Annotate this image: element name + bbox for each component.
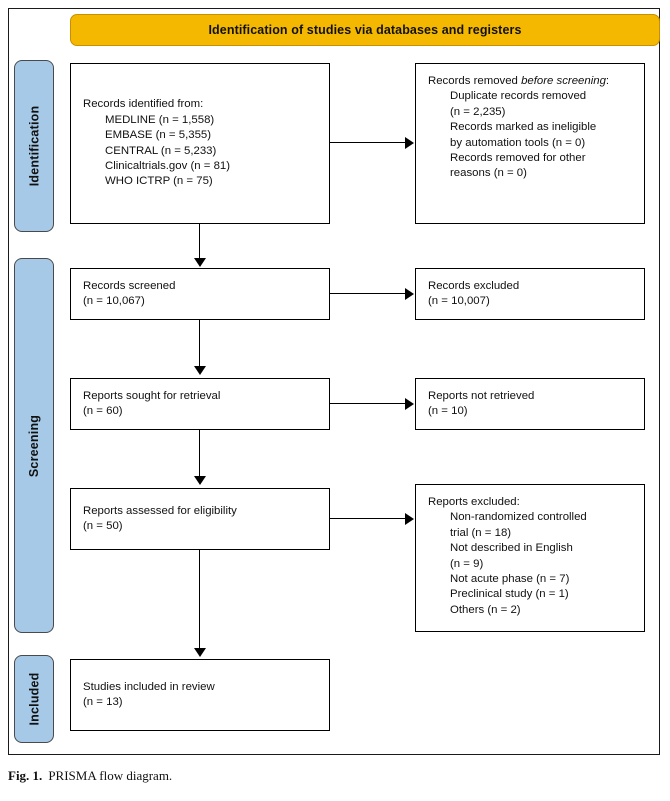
stage-bar-included: Included xyxy=(14,655,54,743)
connector-identified-to-removed xyxy=(330,142,408,144)
reports-excluded-item: Preclinical study (n = 1) xyxy=(450,588,569,601)
records-removed-item: (n = 2,235) xyxy=(450,105,506,118)
reports-assessed-count: (n = 50) xyxy=(83,520,123,532)
connector-screened-to-excluded xyxy=(330,293,408,295)
stage-label-identification: Identification xyxy=(27,105,42,187)
box-studies-included: Studies included in review (n = 13) xyxy=(70,659,330,731)
reports-excluded-item: Not acute phase (n = 7) xyxy=(450,573,570,586)
box-reports-assessed: Reports assessed for eligibility (n = 50… xyxy=(70,488,330,550)
arrow-right-icon xyxy=(405,288,414,300)
arrow-right-icon xyxy=(405,137,414,149)
records-identified-source: EMBASE (n = 5,355) xyxy=(105,129,212,142)
stage-label-included: Included xyxy=(27,672,41,726)
reports-not-retrieved-count: (n = 10) xyxy=(428,405,468,417)
records-removed-heading-italic: before screening xyxy=(521,75,606,87)
connector-sought-to-not-retrieved xyxy=(330,403,408,405)
box-reports-sought: Reports sought for retrieval (n = 60) xyxy=(70,378,330,430)
records-screened-count: (n = 10,067) xyxy=(83,295,145,307)
records-removed-item: Duplicate records removed xyxy=(450,90,587,103)
records-identified-source: WHO ICTRP (n = 75) xyxy=(105,175,213,188)
studies-included-count: (n = 13) xyxy=(83,696,123,708)
box-records-excluded: Records excluded (n = 10,007) xyxy=(415,268,645,320)
arrow-down-icon xyxy=(194,648,206,657)
box-records-removed: Records removed before screening: Duplic… xyxy=(415,63,645,224)
box-reports-not-retrieved: Reports not retrieved (n = 10) xyxy=(415,378,645,430)
records-removed-heading-tail: : xyxy=(605,75,610,87)
reports-assessed-line: Reports assessed for eligibility xyxy=(83,504,237,517)
studies-included-line: Studies included in review xyxy=(83,680,215,693)
stage-bar-identification: Identification xyxy=(14,60,54,232)
stage-bar-screening: Screening xyxy=(14,258,54,633)
arrow-right-icon xyxy=(405,513,414,525)
connector-assessed-to-included xyxy=(199,550,201,650)
reports-excluded-heading: Reports excluded: xyxy=(428,496,520,508)
box-records-screened: Records screened (n = 10,067) xyxy=(70,268,330,320)
reports-sought-line: Reports sought for retrieval xyxy=(83,389,221,402)
records-identified-source: Clinicaltrials.gov (n = 81) xyxy=(105,159,231,172)
reports-excluded-item: trial (n = 18) xyxy=(450,526,512,539)
figure-caption-label: Fig. 1. xyxy=(8,768,43,783)
reports-sought-count: (n = 60) xyxy=(83,405,123,417)
records-removed-item: by automation tools (n = 0) xyxy=(450,136,586,149)
records-identified-heading: Records identified from: xyxy=(83,98,204,111)
records-removed-heading-plain: Records removed xyxy=(428,75,522,87)
reports-excluded-item: Others (n = 2) xyxy=(450,603,521,616)
connector-assessed-to-excluded-reports xyxy=(330,518,408,520)
box-reports-excluded: Reports excluded: Non-randomized control… xyxy=(415,484,645,632)
records-identified-source: CENTRAL (n = 5,233) xyxy=(105,144,217,157)
records-removed-item: reasons (n = 0) xyxy=(450,167,527,180)
banner-title: Identification of studies via databases … xyxy=(208,23,522,37)
records-excluded-line: Records excluded xyxy=(428,279,520,292)
figure-caption: Fig. 1. PRISMA flow diagram. xyxy=(8,768,172,784)
arrow-down-icon xyxy=(194,476,206,485)
records-identified-source: MEDLINE (n = 1,558) xyxy=(105,113,215,126)
reports-excluded-item: (n = 9) xyxy=(450,557,484,570)
records-screened-line: Records screened xyxy=(83,279,176,292)
figure-caption-text: PRISMA flow diagram. xyxy=(48,768,173,783)
reports-excluded-item: Non-randomized controlled xyxy=(450,511,587,524)
reports-excluded-item: Not described in English xyxy=(450,542,573,555)
connector-sought-to-assessed xyxy=(199,430,201,478)
connector-screened-to-sought xyxy=(199,320,201,368)
reports-not-retrieved-line: Reports not retrieved xyxy=(428,389,535,402)
arrow-down-icon xyxy=(194,258,206,267)
records-excluded-count: (n = 10,007) xyxy=(428,295,490,307)
records-removed-heading: Records removed before screening: xyxy=(428,74,632,89)
diagram-banner: Identification of studies via databases … xyxy=(70,14,660,46)
arrow-right-icon xyxy=(405,398,414,410)
records-removed-item: Records removed for other xyxy=(450,152,586,165)
stage-label-screening: Screening xyxy=(27,414,41,477)
connector-identified-to-screened xyxy=(199,224,201,260)
records-removed-item: Records marked as ineligible xyxy=(450,121,597,134)
box-records-identified: Records identified from: MEDLINE (n = 1,… xyxy=(70,63,330,224)
arrow-down-icon xyxy=(194,366,206,375)
